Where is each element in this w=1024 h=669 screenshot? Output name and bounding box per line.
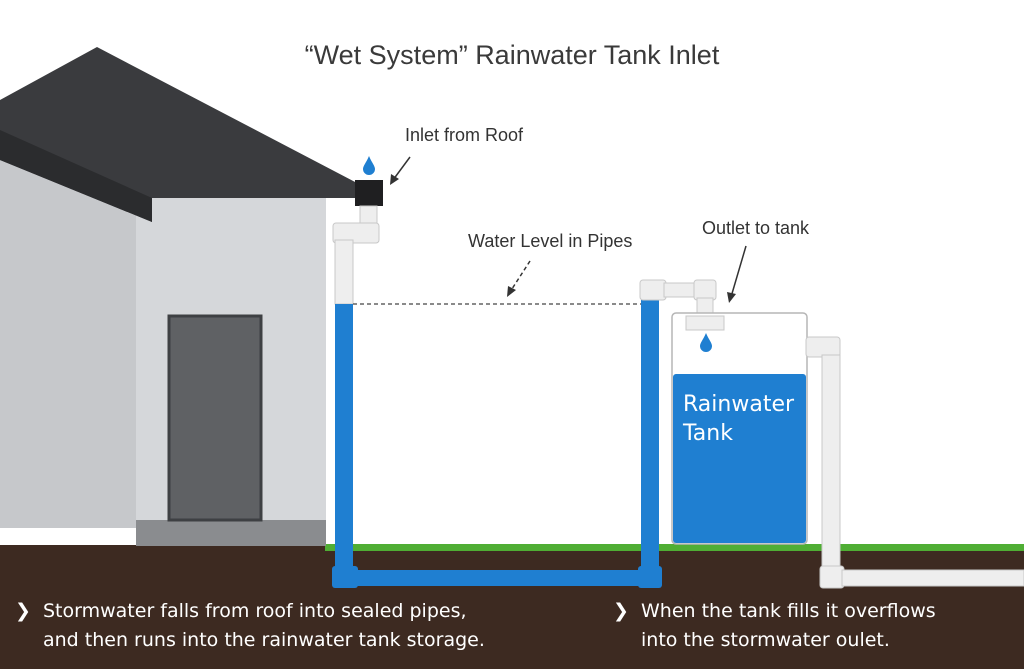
caption-left-line2: and then runs into the rainwater tank st… bbox=[43, 629, 485, 651]
rainwater-tank bbox=[671, 312, 808, 545]
overflow-elbow-top bbox=[805, 336, 841, 358]
outlet-arrow bbox=[727, 245, 747, 303]
overflow-horizontal bbox=[841, 569, 1024, 587]
inlet-label: Inlet from Roof bbox=[405, 125, 524, 145]
roof-shadow bbox=[0, 130, 152, 222]
pipe-bottom-elbow-left bbox=[332, 566, 358, 588]
water-drop-icon bbox=[700, 333, 712, 352]
pipe-stub bbox=[359, 205, 378, 225]
outlet-label: Outlet to tank bbox=[702, 218, 810, 238]
door bbox=[167, 314, 263, 522]
grass-strip bbox=[325, 544, 1024, 551]
pipe-elbow-outlet bbox=[639, 279, 667, 301]
caption-left-line1: Stormwater falls from roof into sealed p… bbox=[43, 600, 467, 622]
house-back-wall bbox=[0, 160, 140, 528]
pipe-vertical-water bbox=[335, 304, 353, 568]
overflow-vertical bbox=[821, 354, 841, 571]
chevron-right-icon: ❯ bbox=[613, 600, 629, 622]
pipe-elbow-down bbox=[693, 279, 717, 301]
pipe-bottom-elbow-right bbox=[638, 566, 662, 588]
gutter bbox=[355, 180, 383, 206]
pipe-elbow-top bbox=[332, 222, 380, 244]
tank-water bbox=[673, 374, 806, 543]
caption-right-line2: into the stormwater oulet. bbox=[641, 629, 890, 651]
water-level-label: Water Level in Pipes bbox=[468, 231, 633, 251]
pipe-vertical-right-water bbox=[641, 298, 659, 568]
pipe-vertical-upper bbox=[334, 239, 354, 305]
water-level-arrow bbox=[507, 260, 531, 297]
caption-right: ❯ When the tank fills it overflows into … bbox=[613, 597, 936, 655]
tank-inlet-fitting bbox=[685, 315, 725, 331]
overflow-pipe bbox=[805, 336, 1024, 589]
pipe-horizontal-outlet bbox=[663, 282, 697, 298]
overflow-elbow-bottom bbox=[819, 565, 845, 589]
caption-left: ❯ Stormwater falls from roof into sealed… bbox=[15, 597, 485, 655]
ground bbox=[0, 545, 1024, 669]
caption-right-line1: When the tank fills it overflows bbox=[641, 600, 936, 622]
page-title: “Wet System” Rainwater Tank Inlet bbox=[304, 40, 720, 70]
water-drop-icon bbox=[363, 156, 375, 175]
house bbox=[0, 47, 383, 546]
tank-label: Rainwater Tank bbox=[683, 392, 795, 446]
inlet-pipe bbox=[332, 205, 717, 588]
house-step bbox=[136, 520, 326, 546]
chevron-right-icon: ❯ bbox=[15, 600, 31, 622]
inlet-arrow bbox=[390, 156, 411, 185]
pipe-horizontal-water bbox=[356, 570, 642, 586]
